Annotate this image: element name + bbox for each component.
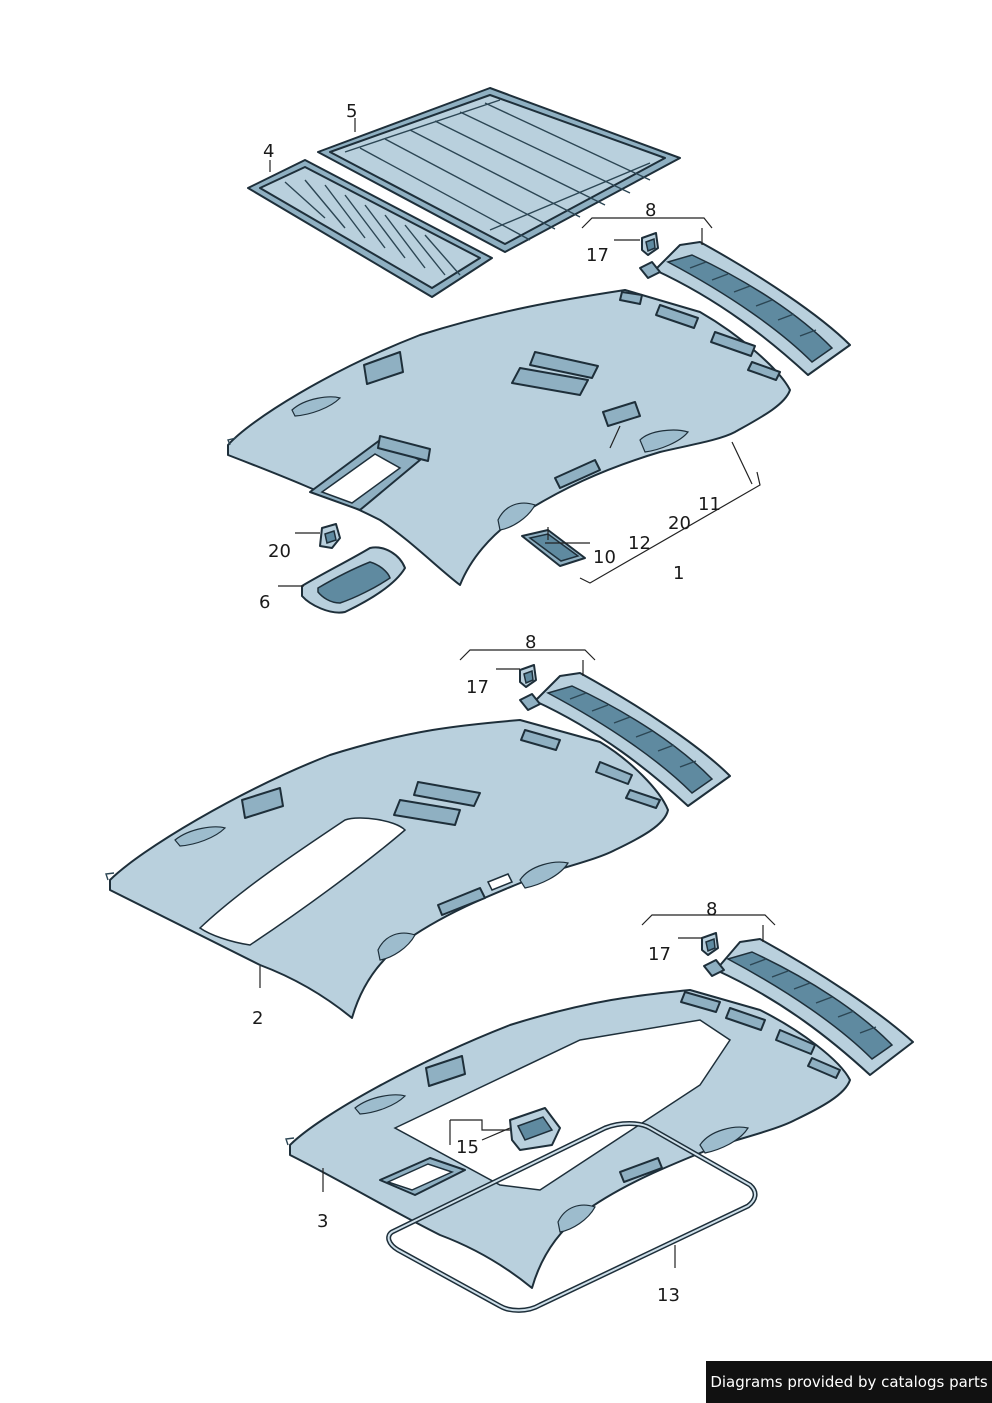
part-8-rear-trim-bottom: [703, 938, 914, 1076]
callout-17: 17: [586, 245, 609, 266]
callout-3: 3: [317, 1211, 328, 1232]
footer-banner: Diagrams provided by catalogs parts: [706, 1361, 992, 1403]
part-4-front-mat: [247, 159, 493, 298]
part-20-clip: [319, 523, 341, 549]
callout-13: 13: [657, 1285, 680, 1306]
part-17-clip-mid: [519, 664, 537, 688]
part-13-sunroof-seal: [386, 1121, 758, 1313]
part-17-clip-bottom: [701, 932, 719, 956]
callout-20: 20: [268, 541, 291, 562]
part-15-bracket: [509, 1107, 561, 1151]
callout-20: 20: [668, 513, 691, 534]
callouts: 5 4 8 17 11 20 12 10 1 20 6 8 17 2 8 17 …: [252, 101, 721, 1306]
footer-credit-text: Diagrams provided by catalogs parts: [710, 1373, 988, 1391]
part-8-rear-trim-top: [639, 241, 851, 376]
callout-10: 10: [593, 547, 616, 568]
callout-5: 5: [346, 101, 357, 122]
part-5-roof-mat: [317, 87, 681, 253]
part-2-headliner: [105, 719, 669, 1019]
callout-8: 8: [645, 200, 656, 221]
callout-6: 6: [259, 592, 270, 613]
callout-8: 8: [706, 899, 717, 920]
callout-8: 8: [525, 632, 536, 653]
callout-17: 17: [648, 944, 671, 965]
callout-15: 15: [456, 1137, 479, 1158]
part-3-headliner-sunroof: [285, 989, 851, 1289]
part-10-trim-strip: [521, 529, 586, 567]
callout-4: 4: [263, 141, 274, 162]
part-17-clip-top: [641, 232, 659, 256]
part-1-headliner: [227, 289, 791, 586]
part-8-rear-trim-mid: [519, 672, 731, 807]
callout-12: 12: [628, 533, 651, 554]
leader-lines: [259, 118, 776, 1268]
callout-1: 1: [673, 563, 684, 584]
callout-17: 17: [466, 677, 489, 698]
part-6-light-housing: [301, 546, 406, 614]
callout-2: 2: [252, 1008, 263, 1029]
callout-11: 11: [698, 494, 721, 515]
